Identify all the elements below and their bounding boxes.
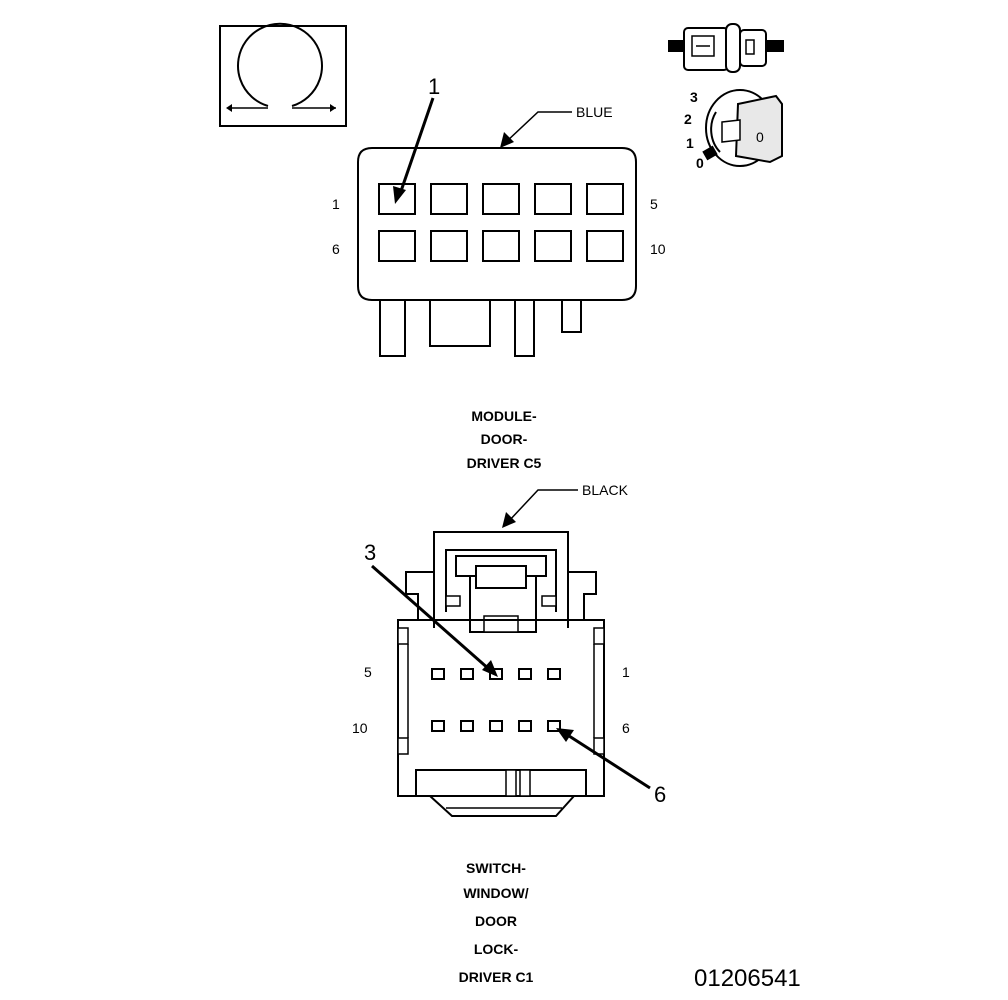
c1-name-line-2: WINDOW/ <box>463 885 528 901</box>
key-position-2: 2 <box>684 111 692 127</box>
c5-pin-label-6: 6 <box>332 241 340 257</box>
c5-cavity <box>534 183 572 215</box>
c1-cavity <box>460 668 474 680</box>
c5-callout-1: 1 <box>428 74 440 99</box>
c1-cavity <box>460 720 474 732</box>
c1-callout-6: 6 <box>654 782 666 807</box>
c1-callout-3: 3 <box>364 540 376 565</box>
c1-color-label: BLACK <box>582 482 629 498</box>
c5-cavity-grid <box>378 183 624 262</box>
c1-cavity <box>547 720 561 732</box>
c1-pin-label-1: 1 <box>622 664 630 680</box>
document-number: 01206541 <box>694 965 801 992</box>
c1-name-line-3: DOOR <box>475 913 517 929</box>
c5-cavity <box>586 183 624 215</box>
c5-cavity <box>586 230 624 262</box>
c5-cavity <box>378 230 416 262</box>
key-position-3: 3 <box>690 89 698 105</box>
c5-cavity <box>482 183 520 215</box>
c1-pin-label-6: 6 <box>622 720 630 736</box>
connector-side-icon <box>668 23 784 73</box>
c5-name-line-3: DRIVER C5 <box>467 455 542 471</box>
c1-pin-label-10: 10 <box>352 720 368 736</box>
c1-name-line-4: LOCK- <box>474 941 519 957</box>
c1-cavity <box>518 720 532 732</box>
c1-cavity <box>431 668 445 680</box>
c5-cavity <box>430 183 468 215</box>
c5-cavity <box>430 230 468 262</box>
c5-pin-label-1: 1 <box>332 196 340 212</box>
c1-name-line-1: SWITCH- <box>466 860 526 876</box>
key-position-0: 0 <box>696 155 704 171</box>
c5-cavity <box>534 230 572 262</box>
c5-housing <box>357 147 637 301</box>
c5-color-label: BLUE <box>576 104 613 120</box>
c5-pin-label-5: 5 <box>650 196 658 212</box>
c5-pin-label-10: 10 <box>650 241 666 257</box>
connector-c1: 5 1 10 6 BLACK 3 6 SWITCH- WINDOW/ DOOR … <box>352 482 666 985</box>
c1-pin-label-5: 5 <box>364 664 372 680</box>
c5-name-line-1: MODULE- <box>471 408 537 424</box>
omega-view-icon <box>219 22 347 127</box>
c1-cavity-grid <box>431 668 561 732</box>
ignition-key-icon: 0 3 2 1 0 <box>684 89 783 171</box>
c1-cavity <box>431 720 445 732</box>
c1-cavity <box>489 720 503 732</box>
c5-name-line-2: DOOR- <box>481 431 528 447</box>
c5-terminal-legs <box>379 300 582 357</box>
c1-cavity <box>518 668 532 680</box>
key-glyph: 0 <box>756 129 764 145</box>
key-position-1: 1 <box>686 135 694 151</box>
c1-name-line-5: DRIVER C1 <box>459 969 534 985</box>
connector-c5: 1 5 6 10 BLUE 1 MODULE- DOOR- DRIVER C5 <box>332 74 666 471</box>
c5-cavity <box>482 230 520 262</box>
c1-cavity <box>547 668 561 680</box>
